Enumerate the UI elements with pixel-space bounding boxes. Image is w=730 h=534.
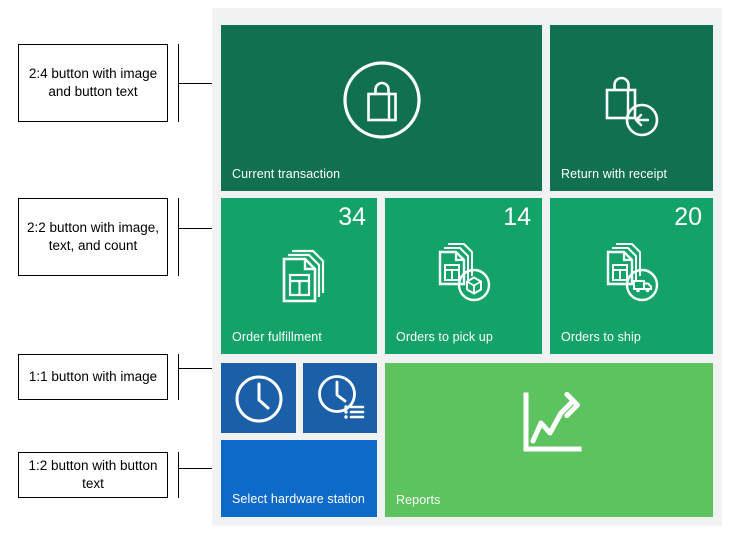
tile-label-order-fulfillment: Order fulfillment (232, 330, 322, 344)
shopping-bag-return-arrow-icon (550, 73, 713, 147)
tile-count-orders-to-ship: 20 (674, 203, 702, 231)
tile-label-reports: Reports (396, 493, 441, 507)
documents-stack-package-icon (385, 238, 542, 310)
documents-stack-icon (221, 243, 377, 309)
annotation-leader-horizontal-1x2 (178, 468, 233, 469)
tile-order-fulfillment[interactable]: 34 Order fulfillment (221, 198, 377, 354)
clock-icon (221, 371, 296, 427)
chart-growth-icon (385, 387, 713, 463)
annotation-text-1x2: 1:2 button with button text (28, 458, 158, 491)
annotation-text-2x2: 2:2 button with image, text, and count (26, 220, 160, 253)
tile-label-current-transaction: Current transaction (232, 167, 341, 181)
tile-count-orders-to-pick-up: 14 (503, 203, 531, 231)
tile-label-orders-to-pick-up: Orders to pick up (396, 330, 493, 344)
annotation-leader-vertical-2x2 (178, 198, 179, 276)
tile-label-orders-to-ship: Orders to ship (561, 330, 641, 344)
tile-orders-to-ship[interactable]: 20 Orders to ship (550, 198, 713, 354)
tile-time-clock-entries[interactable] (303, 363, 377, 433)
shopping-bag-circle-icon (221, 59, 542, 141)
annotation-leader-horizontal-2x2 (178, 228, 233, 229)
tile-orders-to-pick-up[interactable]: 14 Orders to pick up (385, 198, 542, 354)
annotation-leader-vertical-1x1 (178, 354, 179, 400)
annotation-box-2x2: 2:2 button with image, text, and count (18, 198, 168, 276)
documents-stack-truck-icon (550, 238, 713, 310)
annotation-leader-horizontal-1x1 (178, 368, 233, 369)
tile-reports[interactable]: Reports (385, 363, 713, 517)
annotation-text-1x1: 1:1 button with image (28, 369, 158, 384)
tile-label-return-with-receipt: Return with receipt (561, 167, 668, 181)
tile-panel: Current transaction Return with receipt … (212, 8, 722, 526)
tile-time-clock[interactable] (221, 363, 296, 433)
tile-current-transaction[interactable]: Current transaction (221, 25, 542, 191)
tile-count-order-fulfillment: 34 (338, 203, 366, 231)
tile-return-with-receipt[interactable]: Return with receipt (550, 25, 713, 191)
annotation-box-1x1: 1:1 button with image (18, 354, 168, 400)
annotation-leader-vertical-1x2 (178, 452, 179, 498)
tile-label-select-hardware-station: Select hardware station (232, 492, 365, 506)
tile-select-hardware-station[interactable]: Select hardware station (221, 440, 377, 517)
annotation-leader-horizontal-2x4 (178, 83, 233, 84)
annotation-box-2x4: 2:4 button with image and button text (18, 44, 168, 122)
clock-list-icon (303, 371, 377, 427)
annotation-box-1x2: 1:2 button with button text (18, 452, 168, 498)
annotation-text-2x4: 2:4 button with image and button text (28, 66, 158, 99)
